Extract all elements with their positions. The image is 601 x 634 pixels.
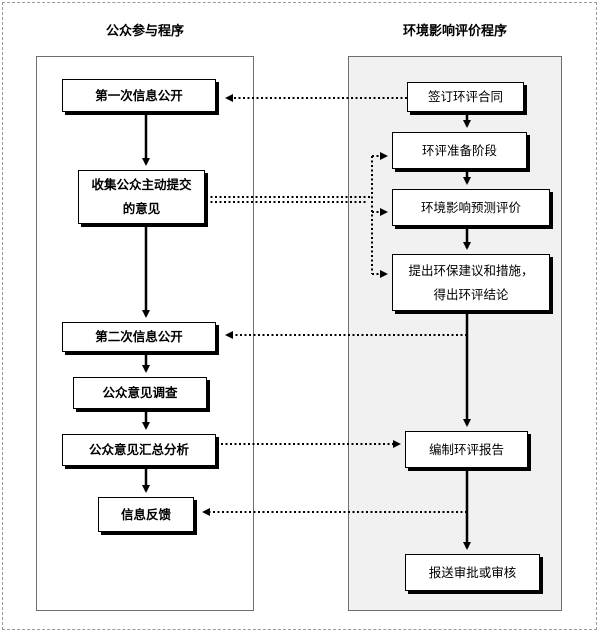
right-column-title: 环境影响评价程序	[402, 24, 507, 39]
step-first-disclosure-label: 第一次信息公开	[95, 87, 183, 103]
step-collect-opinions: 收集公众主动提交的意见	[78, 170, 205, 224]
step-preparation: 环评准备阶段	[392, 132, 527, 169]
step-summary-label: 公众意见汇总分析	[88, 442, 189, 458]
step-approval-label: 报送审批或审核	[428, 564, 517, 580]
step-first-disclosure: 第一次信息公开	[62, 79, 216, 112]
step-prediction: 环境影响预测评价	[392, 189, 550, 226]
step-measures-label: 提出环保建议和措施，得出环评结论	[408, 262, 534, 302]
step-report-label: 编制环评报告	[428, 441, 504, 457]
step-survey-label: 公众意见调查	[102, 385, 178, 401]
step-feedback-label: 信息反馈	[120, 506, 171, 522]
step-approval: 报送审批或审核	[405, 554, 540, 591]
left-column-title: 公众参与程序	[105, 24, 184, 39]
step-prediction-label: 环境影响预测评价	[420, 199, 521, 215]
step-contract-label: 签订环评合同	[427, 89, 503, 105]
step-survey: 公众意见调查	[73, 377, 207, 409]
step-contract: 签订环评合同	[407, 82, 524, 112]
step-feedback: 信息反馈	[98, 497, 194, 532]
step-collect-opinions-label: 收集公众主动提交的意见	[91, 177, 192, 216]
step-preparation-label: 环评准备阶段	[421, 142, 497, 158]
step-report: 编制环评报告	[405, 431, 528, 468]
step-summary: 公众意见汇总分析	[62, 434, 216, 466]
step-second-disclosure-label: 第二次信息公开	[95, 329, 183, 345]
step-second-disclosure: 第二次信息公开	[62, 322, 216, 352]
step-measures: 提出环保建议和措施，得出环评结论	[392, 254, 550, 311]
